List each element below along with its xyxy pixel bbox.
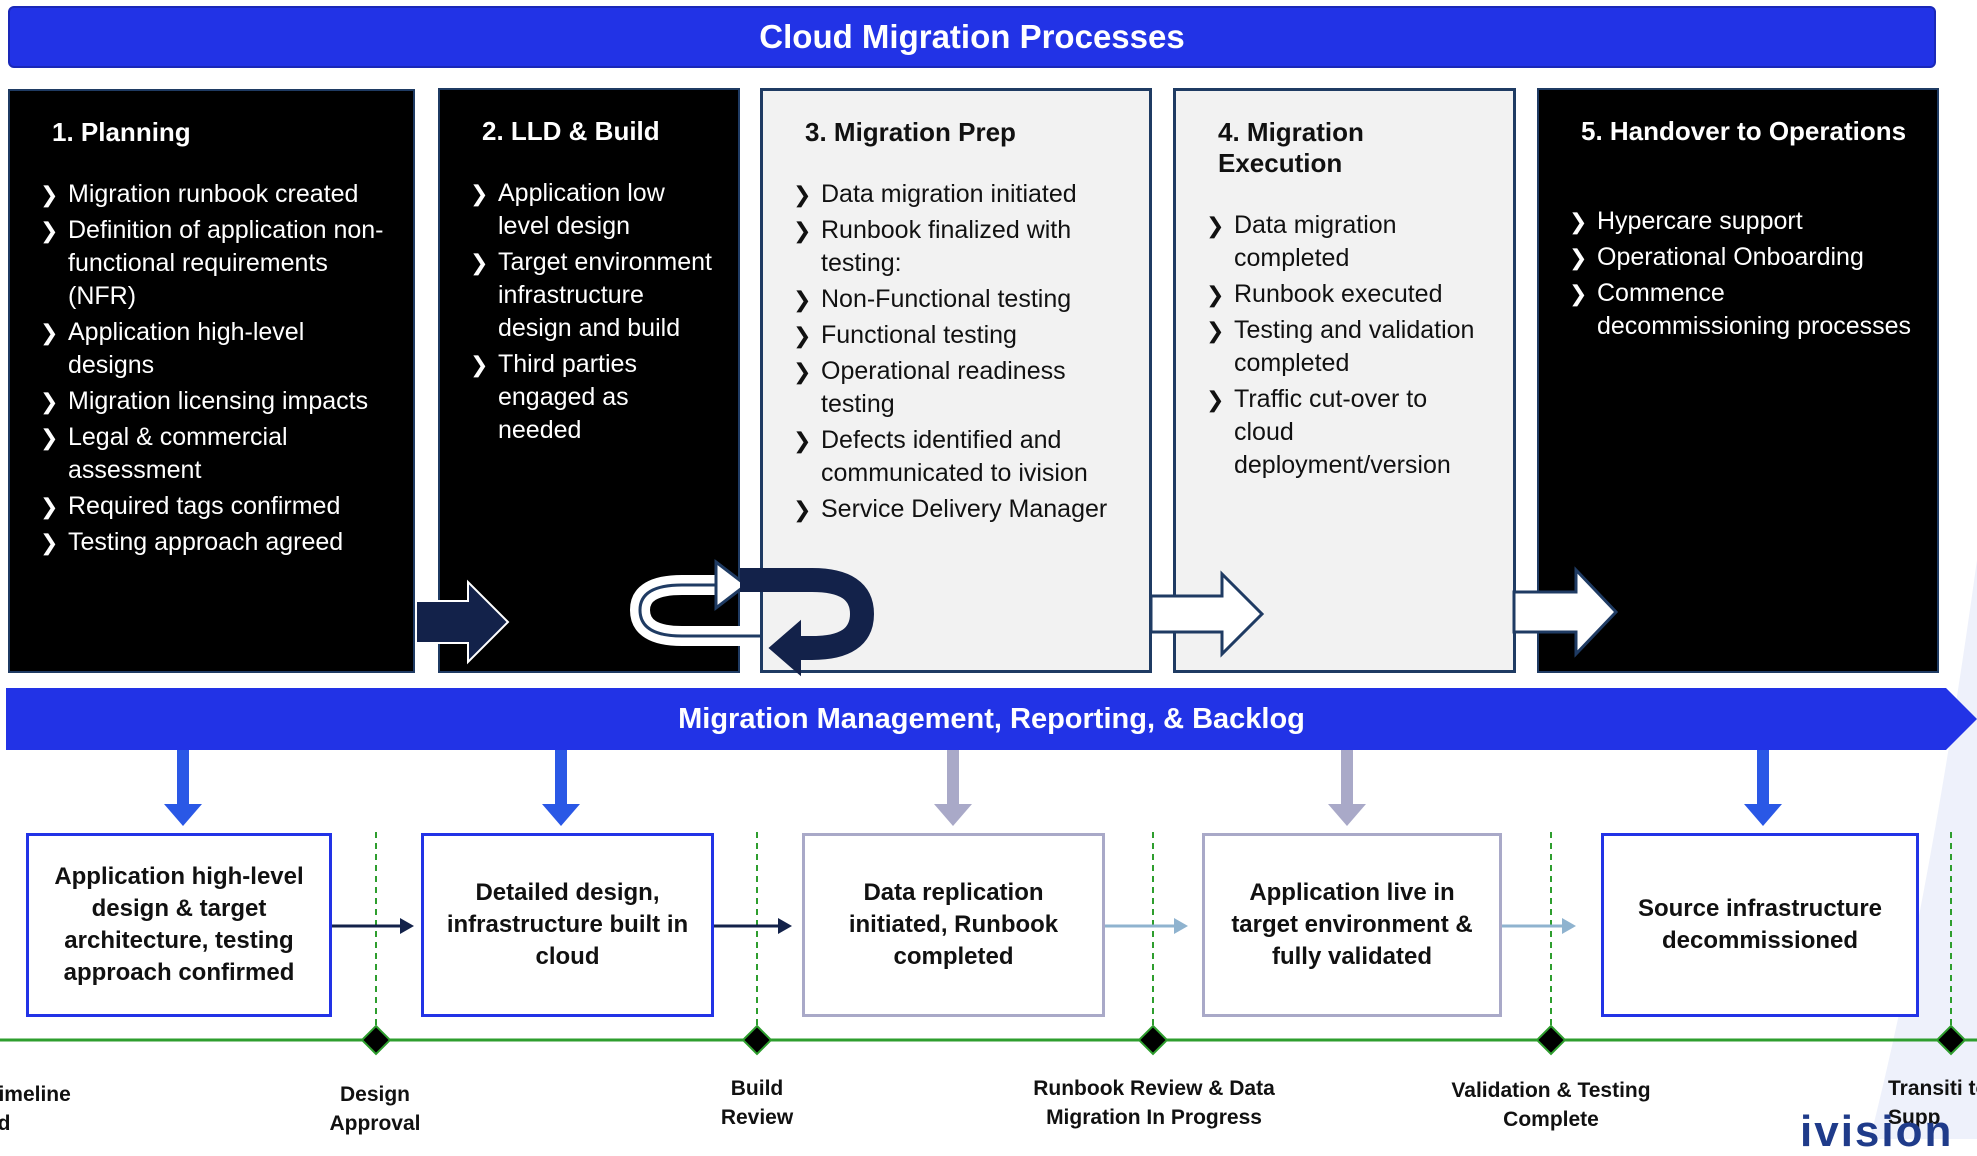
chevron-right-icon: ❯ [1206,387,1225,412]
arrow-down-icon [1744,750,1782,826]
phase-title: 1. Planning [52,117,191,147]
arrow-right-icon [332,918,414,934]
gate-diamond-icon [1935,1024,1967,1056]
list-item: ❯Operational readiness testing [793,357,1066,418]
page-title: Cloud Migration Processes [8,6,1936,68]
chevron-right-icon: ❯ [1569,245,1588,270]
chevron-right-icon: ❯ [40,320,59,345]
arrow-right-icon [1502,918,1576,934]
gate-label: Timeline ed [0,1083,71,1135]
gate-label: Validation & Testing Complete [1451,1079,1651,1131]
phase-title: 5. Handover to Operations [1581,116,1907,146]
list-item: ❯Migration licensing impacts [40,385,393,418]
list-item: ❯Testing and validation completed [1206,316,1475,377]
chevron-right-icon: ❯ [793,359,812,384]
management-bar: Migration Management, Reporting, & Backl… [6,688,1977,750]
arrow-down-icon [934,750,972,826]
gate-diamond-icon [741,1024,773,1056]
phase-lld-build: 2. LLD & Build ❯Application low level de… [438,88,740,673]
list-item: ❯Non-Functional testing [793,283,1129,316]
arrow-down-icon [1328,750,1366,826]
gate-label: Runbook Review & Data Migration In Progr… [1033,1077,1275,1129]
list-item: ❯Testing approach agreed [40,526,393,559]
phase-title: 4. Migration Execution [1218,117,1364,178]
list-item: ❯Functional testing [793,319,1129,352]
list-item: ❯Data migration completed [1206,211,1397,272]
phase-title: 2. LLD & Build [482,116,660,146]
chevron-right-icon: ❯ [793,287,812,312]
list-item: ❯Target environment infrastructure desig… [470,248,713,342]
arrow-down-icon [164,750,202,826]
management-bar-label: Migration Management, Reporting, & Backl… [678,702,1305,735]
chevron-right-icon: ❯ [40,425,59,450]
phase-title: 3. Migration Prep [805,117,1016,147]
chevron-right-icon: ❯ [793,218,812,243]
list-item: ❯Migration runbook created [40,178,393,211]
chevron-right-icon: ❯ [470,250,489,275]
chevron-right-icon: ❯ [40,182,59,207]
chevron-right-icon: ❯ [40,218,59,243]
chevron-right-icon: ❯ [470,352,489,377]
milestone-box: Application live in target environment &… [1202,833,1502,1017]
phase-item-list: ❯Hypercare support ❯Operational Onboardi… [1569,205,1917,343]
gate-diamond-icon [360,1024,392,1056]
milestone-box: Data replication initiated, Runbook comp… [802,833,1105,1017]
gate-label: Design Approval [329,1083,421,1135]
list-item: ❯Definition of application non-functiona… [40,216,384,310]
list-item: ❯Application high-level designs [40,318,305,379]
list-item: ❯Third parties engaged as needed [470,350,637,444]
arrow-right-icon [1105,918,1188,934]
list-item: ❯Traffic cut-over to cloud deployment/ve… [1206,385,1451,479]
ivision-logo: ivision [1800,1107,1954,1156]
chevron-right-icon: ❯ [470,181,489,206]
list-item: ❯Operational Onboarding [1569,241,1917,274]
gate-label: Build Review [720,1077,794,1129]
gate-label: Transiti to Supp [1888,1077,1977,1129]
phase-migration-execution: 4. Migration Execution ❯Data migration c… [1173,88,1516,673]
phase-item-list: ❯Data migration completed ❯Runbook execu… [1206,209,1493,482]
list-item: ❯Data migration initiated [793,178,1129,211]
chevron-right-icon: ❯ [1569,209,1588,234]
chevron-right-icon: ❯ [40,530,59,555]
list-item: ❯Runbook executed [1206,278,1493,311]
chevron-right-icon: ❯ [1206,282,1225,307]
chevron-right-icon: ❯ [1206,318,1225,343]
list-item: ❯Commence decommissioning processes [1569,279,1912,340]
list-item: ❯Application low level design [470,179,665,240]
phase-handover: 5. Handover to Operations ❯Hypercare sup… [1537,88,1939,673]
milestone-box: Source infrastructure decommissioned [1601,833,1919,1017]
chevron-right-icon: ❯ [40,494,59,519]
list-item: ❯Required tags confirmed [40,490,393,523]
gate-diamond-icon [1535,1024,1567,1056]
list-item: ❯Service Delivery Manager [793,493,1129,526]
chevron-right-icon: ❯ [793,182,812,207]
list-item: ❯Runbook finalized with testing: [793,216,1072,277]
chevron-right-icon: ❯ [40,389,59,414]
phase-item-list: ❯Data migration initiated ❯Runbook final… [793,178,1129,526]
chevron-right-icon: ❯ [793,497,812,522]
list-item: ❯Hypercare support [1569,205,1917,238]
chevron-right-icon: ❯ [793,428,812,453]
list-item: ❯Defects identified and communicated to … [793,426,1088,487]
gate-diamond-icon [1137,1024,1169,1056]
arrow-right-icon [714,918,792,934]
phase-planning: 1. Planning ❯Migration runbook created ❯… [8,89,415,673]
phase-item-list: ❯Migration runbook created ❯Definition o… [40,178,393,559]
phase-item-list: ❯Application low level design ❯Target en… [470,177,718,447]
arrow-down-icon [542,750,580,826]
milestone-box: Detailed design, infrastructure built in… [421,833,714,1017]
chevron-right-icon: ❯ [793,323,812,348]
list-item: ❯Legal & commercial assessment [40,423,288,484]
phase-migration-prep: 3. Migration Prep ❯Data migration initia… [760,88,1152,673]
chevron-right-icon: ❯ [1569,281,1588,306]
chevron-right-icon: ❯ [1206,213,1225,238]
milestone-box: Application high-level design & target a… [26,833,332,1017]
